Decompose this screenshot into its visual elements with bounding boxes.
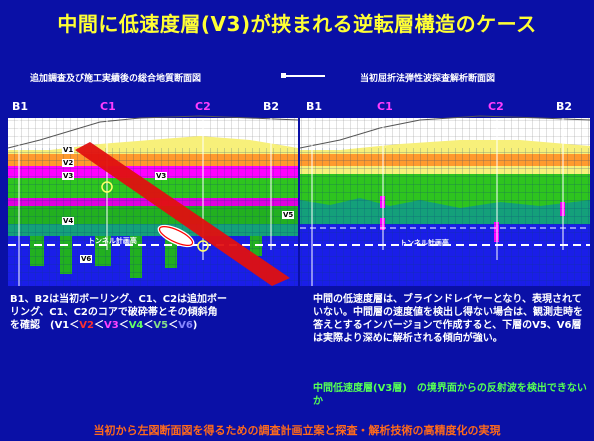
left-note-line-3: を確認 (V1＜V2＜V3＜V4＜V5＜V6) <box>10 319 295 332</box>
velocity-v2: V2 <box>79 320 94 331</box>
left-borehole-b1: B1 <box>12 100 29 113</box>
left-borehole-c2: C2 <box>195 100 211 113</box>
layer-label-v2: V2 <box>62 159 75 167</box>
left-borehole-c1: C1 <box>100 100 116 113</box>
velocity-v5: V5 <box>153 320 169 331</box>
left-note-line-2: リング、C1、C2のコアで破砕帯とその傾斜角 <box>10 307 218 318</box>
right-panel-caption: 当初屈折法弾性波探査解析断面図 <box>360 74 496 84</box>
left-note: B1、B2は当初ボーリング、C1、C2は追加ボー リング、C1、C2のコアで破砕… <box>10 293 295 332</box>
lt-4: ＜ <box>143 320 154 331</box>
lt-2: ＜ <box>93 320 104 331</box>
left-panel-caption: 追加調査及び施工実績後の総合地質断面図 <box>30 74 202 84</box>
layer-label-v1: V1 <box>62 146 75 154</box>
left-borehole-b2: B2 <box>263 100 280 113</box>
layer-label-v4: V4 <box>62 217 75 225</box>
velocity-v3: V3 <box>103 320 119 331</box>
layer-label-v6: V6 <box>80 255 93 263</box>
left-section <box>7 115 299 286</box>
lt-3: ＜ <box>118 320 129 331</box>
right-note-green: 中間低速度層(V3層) の境界面からの反射波を検出できないか <box>313 383 587 407</box>
caption-connector-line <box>285 75 325 77</box>
right-tunnel-label: トンネル計画高 <box>400 239 449 247</box>
left-note-close: ) <box>192 320 198 331</box>
lt-1: ＜ <box>69 320 80 331</box>
right-borehole-b2: B2 <box>556 100 573 113</box>
left-note-line-1: B1、B2は当初ボーリング、C1、C2は追加ボー <box>10 294 228 305</box>
left-note-prefix: を確認 (V1 <box>10 320 70 331</box>
right-section <box>299 115 591 286</box>
layer-label-v3-right: V3 <box>155 172 168 180</box>
layer-label-v5: V5 <box>282 211 295 219</box>
caption-connector-dot <box>281 73 286 78</box>
velocity-v4: V4 <box>128 320 144 331</box>
right-note: 中間の低速度層は、ブラインドレイヤーとなり、表現されていない。中間層の速度値を検… <box>313 294 583 344</box>
left-tunnel-label: トンネル計画高 <box>88 237 137 245</box>
slide-title: 中間に低速度層(V3)が挟まれる逆転層構造のケース <box>57 12 537 36</box>
lt-5: ＜ <box>168 320 179 331</box>
footer-text: 当初から左図断面図を得るための調査計画立案と探査・解析技術の高精度化の実現 <box>93 424 501 437</box>
velocity-v6: V6 <box>178 320 193 331</box>
right-borehole-c2: C2 <box>488 100 504 113</box>
right-borehole-b1: B1 <box>306 100 323 113</box>
layer-label-v3: V3 <box>62 172 75 180</box>
right-borehole-c1: C1 <box>377 100 393 113</box>
